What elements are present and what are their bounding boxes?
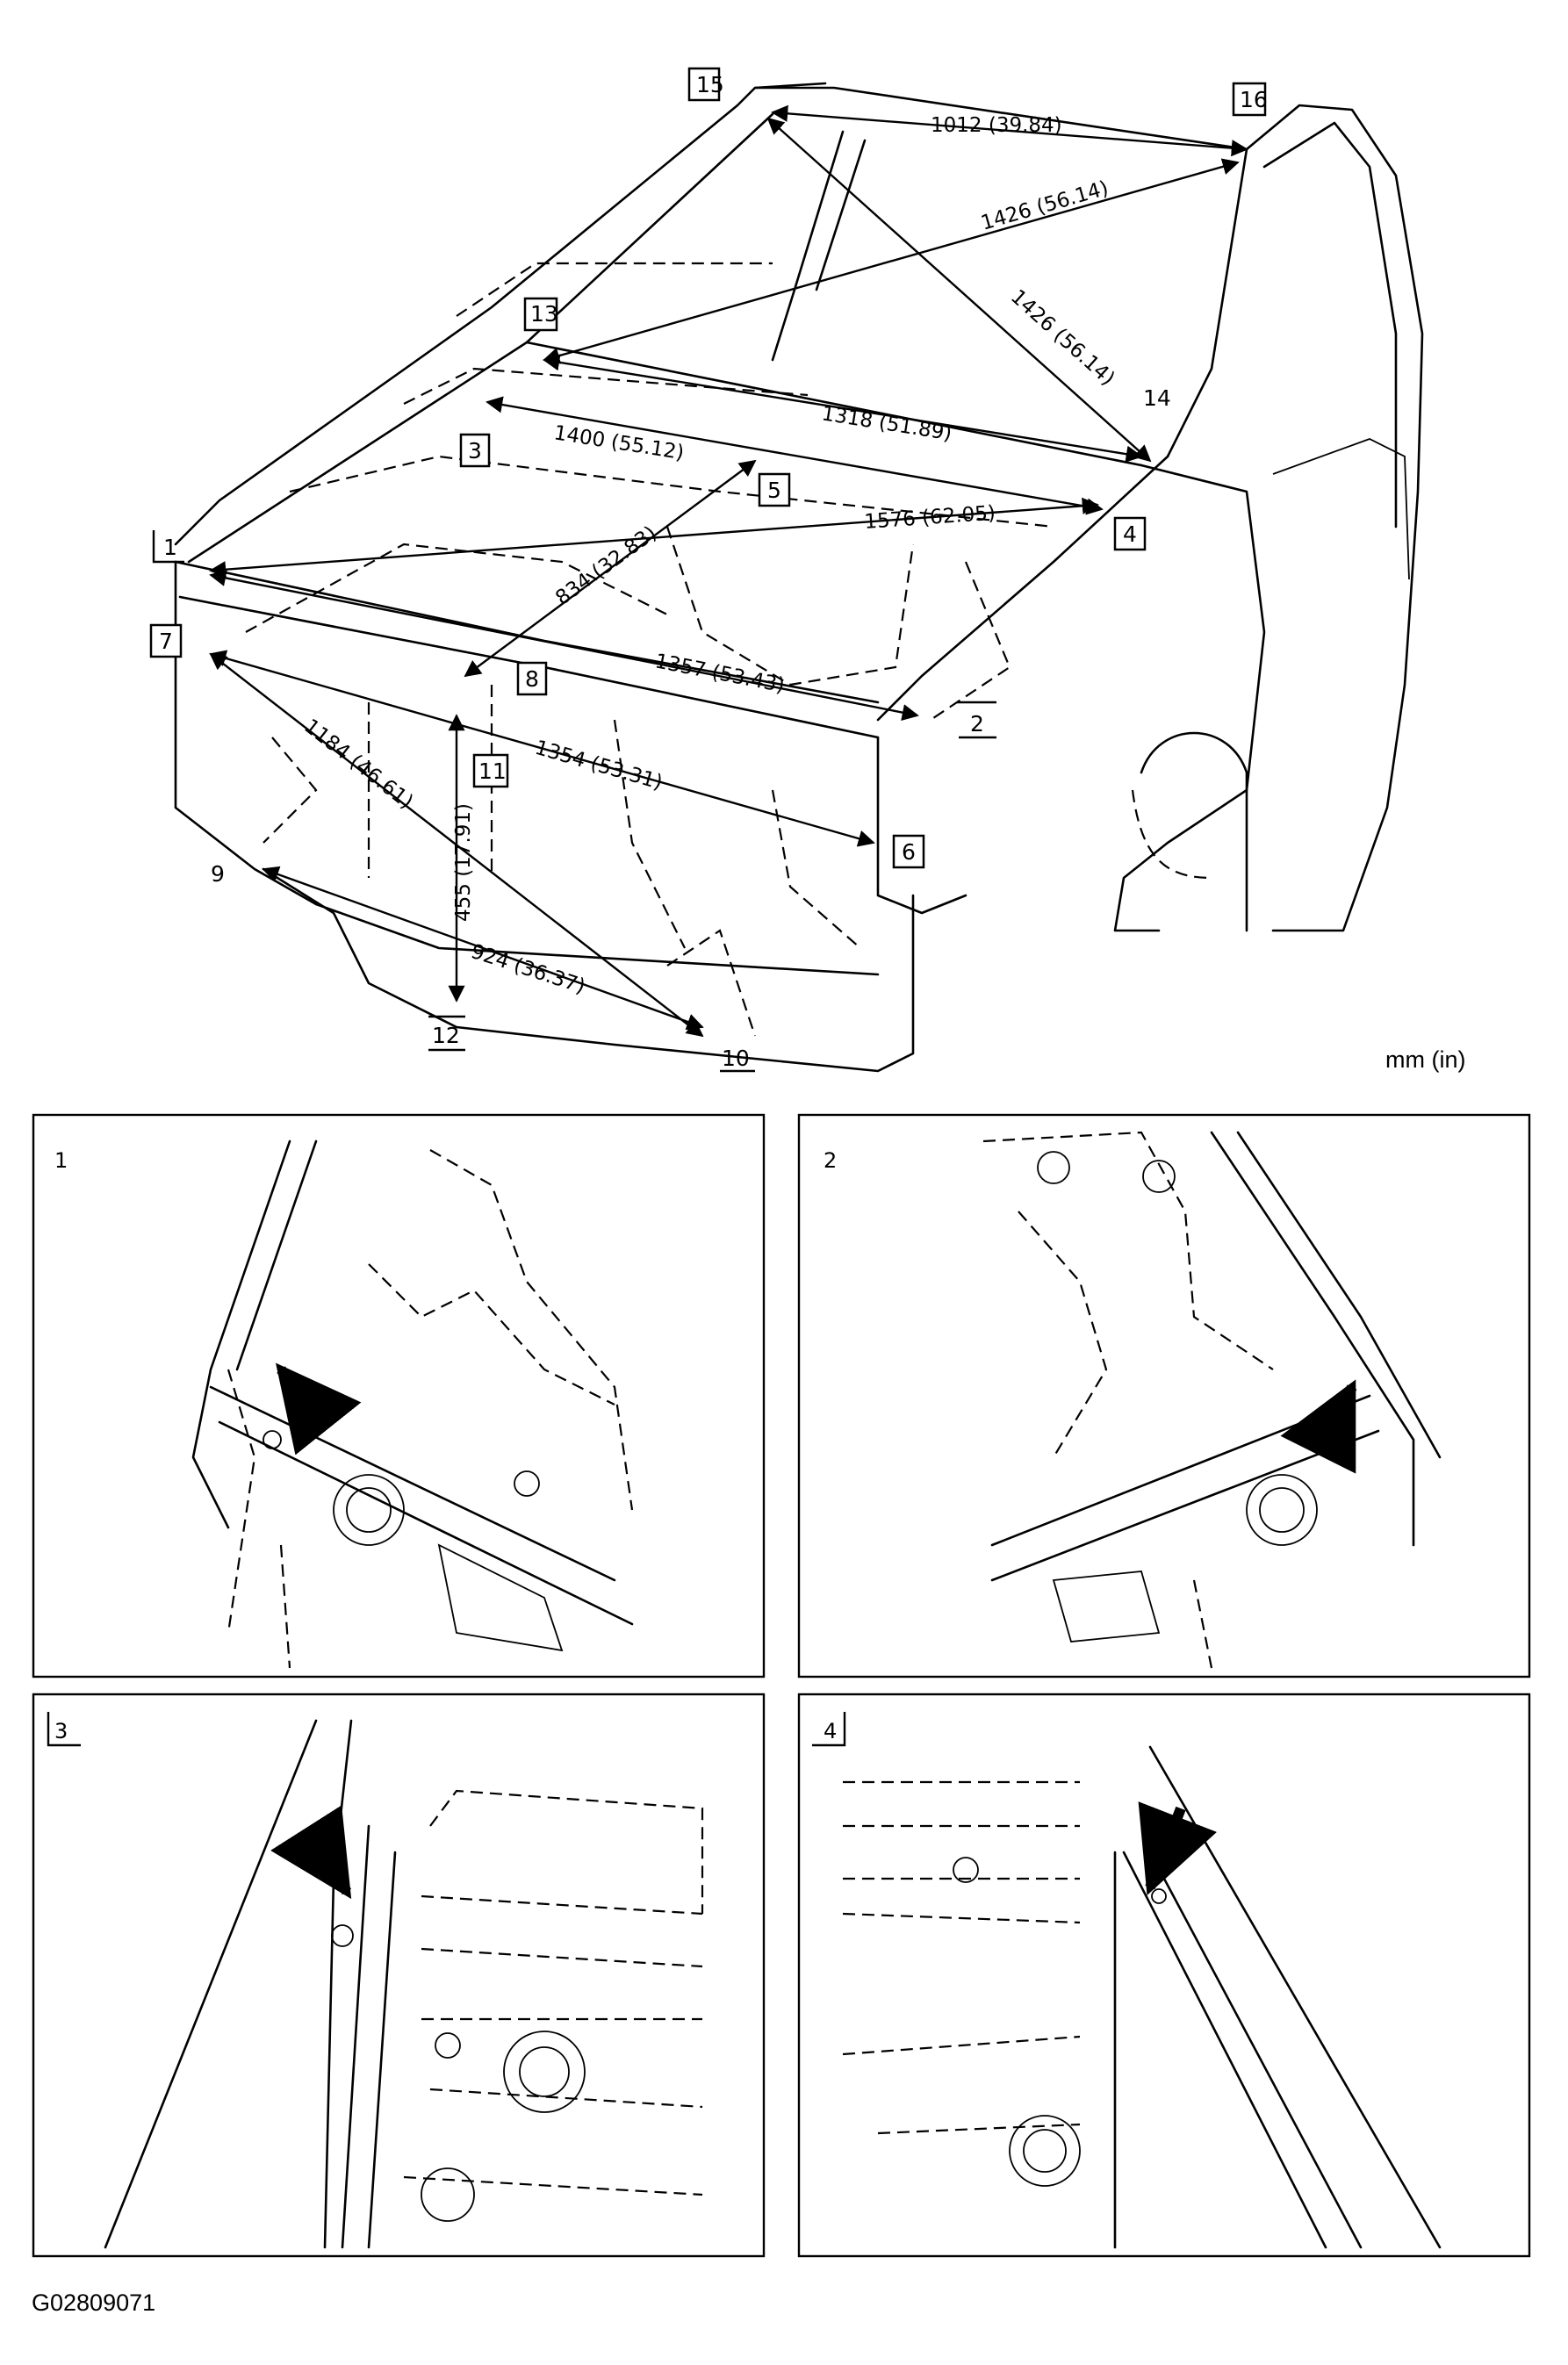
callout-2: 2	[970, 711, 984, 737]
callout-14: 14	[1143, 385, 1171, 411]
dim-834: 834 (32.83)	[551, 521, 661, 609]
callout-8: 8	[525, 666, 539, 692]
arrow-icon	[1280, 1379, 1357, 1474]
callout-4: 4	[1123, 521, 1137, 547]
detail-panel-3: 3	[32, 1693, 766, 2258]
callout-1: 1	[163, 535, 177, 560]
dim-1576: 1576 (62.05)	[864, 502, 996, 534]
callout-10: 10	[722, 1046, 750, 1071]
dim-1354: 1354 (53.31)	[532, 737, 665, 794]
callout-3: 3	[468, 438, 482, 464]
detail-panel-1: 1	[32, 1113, 766, 1679]
measurement-lines	[209, 104, 1248, 1038]
callout-9: 9	[211, 861, 225, 887]
measure-9-10	[262, 866, 704, 1031]
panel-2-number: 2	[824, 1148, 837, 1173]
dim-1357: 1357 (53.43)	[653, 650, 787, 697]
callout-16: 16	[1240, 87, 1268, 112]
dim-924: 924 (36.37)	[468, 940, 587, 998]
panel-1-number: 1	[54, 1148, 68, 1173]
dimension-labels: 1012 (39.84) 1426 (56.14) 1426 (56.14) 1…	[299, 114, 1118, 998]
figure-code: G02809071	[32, 2290, 156, 2316]
arrow-icon	[270, 1805, 352, 1900]
vehicle-front-body-outline	[174, 82, 1424, 1073]
detail-panel-2: 2	[797, 1113, 1531, 1679]
measure-3-4	[486, 396, 1104, 515]
dim-1318: 1318 (51.89)	[820, 402, 953, 445]
measure-13-16	[543, 158, 1240, 364]
callout-7: 7	[159, 629, 173, 654]
callout-6: 6	[902, 839, 916, 865]
dim-1426-a: 1426 (56.14)	[978, 177, 1111, 235]
panel-3-number: 3	[54, 1719, 68, 1743]
callout-13: 13	[530, 301, 558, 327]
panel-4-number: 4	[824, 1719, 837, 1743]
dim-1426-b: 1426 (56.14)	[1006, 285, 1119, 390]
callout-15: 15	[696, 72, 724, 97]
dim-455: 455 (17.91)	[452, 803, 475, 922]
detail-panel-4: 4	[797, 1693, 1531, 2258]
callout-11: 11	[478, 758, 507, 784]
callout-12: 12	[432, 1023, 460, 1048]
reference-callouts: 15 16 13 14 3 5 4 1 7 8 2 11 6	[149, 67, 1268, 1073]
dim-1184: 1184 (46.61)	[299, 715, 417, 814]
dim-1012: 1012 (39.84)	[931, 114, 1062, 137]
unit-label: mm (in)	[1385, 1046, 1466, 1073]
callout-5: 5	[767, 478, 781, 503]
dim-1400: 1400 (55.12)	[552, 421, 686, 464]
arrow-icon	[1138, 1801, 1218, 1895]
measure-7-6	[209, 650, 875, 847]
arrow-icon	[276, 1362, 362, 1456]
